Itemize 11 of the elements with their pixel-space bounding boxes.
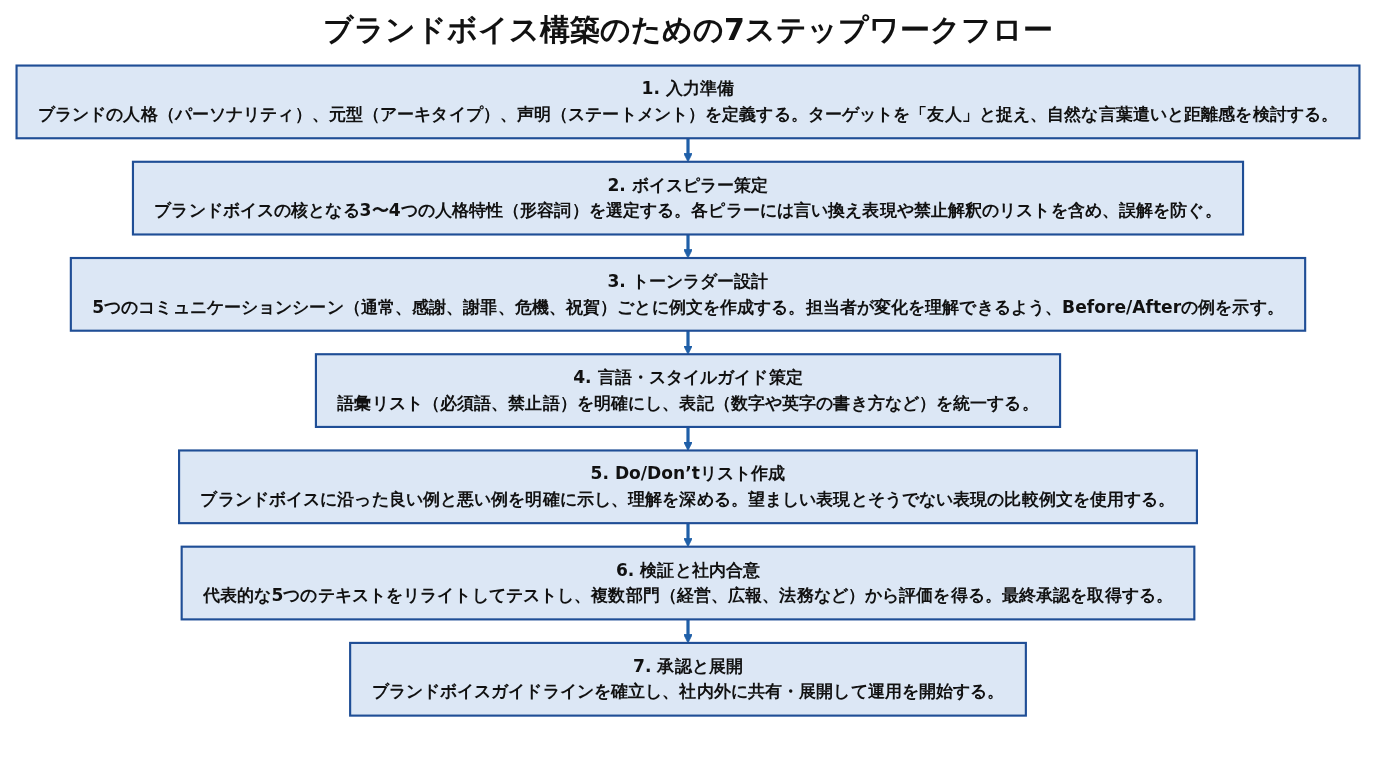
node-box: 5. Do/Don’tリスト作成 ブランドボイスに沿った良い例と悪い例を明確に示し、理解を深める。望ましい表現とそうでない表現の比較例文を使用する。 bbox=[178, 449, 1198, 525]
node-box: 2. ボイスピラー策定 ブランドボイスの核となる3〜4つの人格特性（形容詞）を選定する。各ピラーには言い換え表現や禁止解釈のリストを含め、誤解を防ぐ。 bbox=[131, 160, 1245, 236]
diagram-title: ブランドボイス構築のための7ステップワークフロー bbox=[323, 11, 1053, 49]
arrow bbox=[683, 234, 693, 259]
arrow bbox=[683, 426, 693, 451]
node-box: 4. 言語・スタイルガイド策定 語彙リスト（必須語、禁止語）を明確にし、表記（数字や英字の書き方など）を統一する。 bbox=[314, 353, 1062, 428]
arrow bbox=[683, 330, 693, 355]
node-box: 7. 承認と展開 ブランドボイスガイドラインを確立し、社内外に共有・展開して運用を開始する。 bbox=[349, 641, 1027, 717]
node-box: 1. 入力準備 ブランドの人格（パーソナリティ）、元型（アーキタイプ）、声明（ステートメント）を定義する。ターゲットを「友人」と捉え、自然な言葉遣いと距離感を検討する。 bbox=[15, 64, 1361, 140]
node-box: 3. トーンラダー設計 5つのコミュニケーションシーン（通常、感謝、謝罪、危機、祝賀）ごとに例文を作成する。担当者が変化を理解できるよう、Before/Afterの例を示す。 bbox=[69, 256, 1307, 332]
node-box: 6. 検証と社内合意 代表的な5つのテキストをリライトしてテストし、複数部門（経営、広報、法務など）から評価を得る。最終承認を取得する。 bbox=[180, 545, 1196, 621]
